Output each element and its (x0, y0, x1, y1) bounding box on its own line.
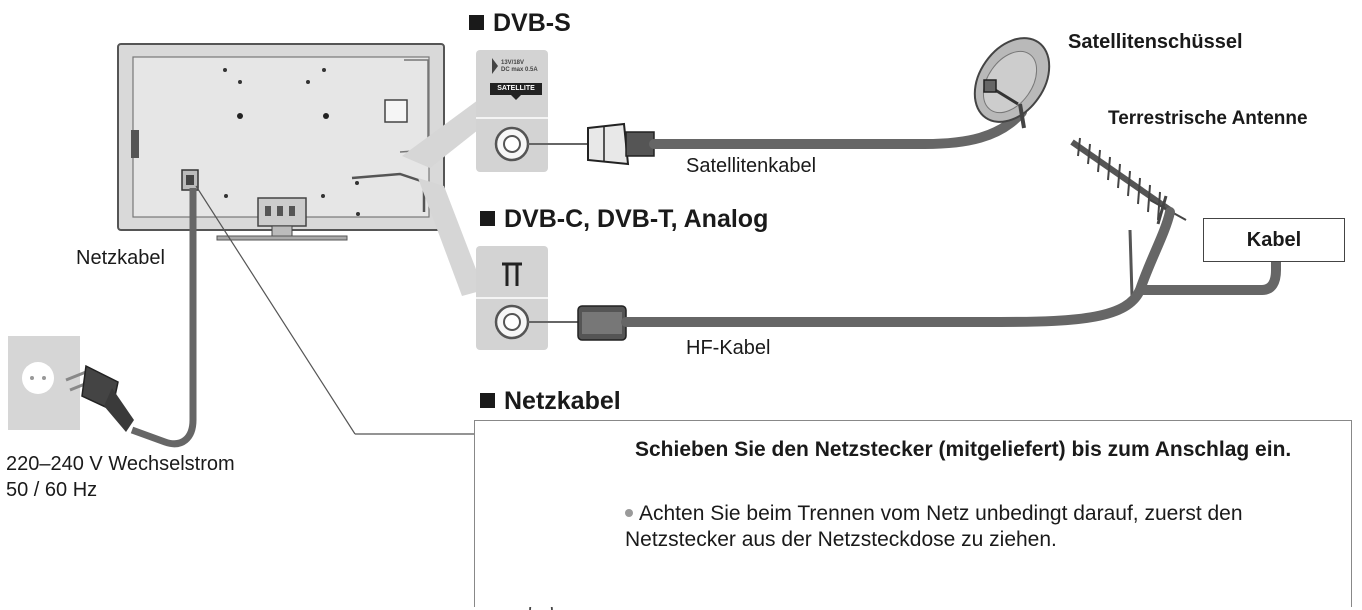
section-header-dvbc: DVB-C, DVB-T, Analog (480, 204, 768, 234)
tv-back (117, 43, 445, 241)
frequency-label: 50 / 60 Hz (6, 479, 98, 501)
cable-box-label: Kabel (1246, 228, 1302, 251)
terrestrial-antenna-label: Terrestrische Antenne (1108, 108, 1308, 129)
zoom-callout-top (402, 100, 478, 168)
power-cable (130, 185, 476, 448)
antenna-port-panel (476, 246, 548, 350)
section-dvbc-label: DVB-C, DVB-T, Analog (504, 205, 769, 233)
rf-cable-label: HF-Kabel (686, 337, 771, 359)
power-cord-label: Netzkabel (76, 247, 165, 269)
zoom-callout-bottom (418, 178, 484, 296)
bullet-square (480, 211, 495, 226)
voltage-label: 220–240 V Wechselstrom (6, 453, 235, 475)
section-dvbs-label: DVB-S (493, 9, 571, 37)
rf-cable (528, 207, 1281, 341)
wall-outlet (8, 336, 80, 430)
section-header-netzkabel: Netzkabel (480, 386, 621, 416)
satellite-dish-label: Satellitenschüssel (1068, 31, 1243, 53)
note-bullet-text: Achten Sie beim Trennen vom Netz unbedin… (625, 502, 1243, 551)
section-netzkabel-label: Netzkabel (504, 387, 621, 415)
note-title: Schieben Sie den Netzstecker (mitgeliefe… (635, 438, 1292, 461)
satellite-cable (528, 107, 1027, 166)
satellite-cable-label: Satellitenkabel (686, 155, 817, 177)
section-header-dvbs: DVB-S (469, 8, 571, 38)
cable-box: Kabel (1203, 218, 1345, 262)
power-plug (65, 364, 134, 432)
satellite-port-small-line2: DC max 0.5A (501, 67, 538, 73)
bullet-square (480, 393, 495, 408)
note-bullet: Achten Sie beim Trennen vom Netz unbedin… (625, 501, 1325, 553)
satellite-port-small-text: 13V/18V DC max 0.5A (501, 60, 538, 74)
bullet-dot (625, 509, 633, 517)
bullet-square (469, 15, 484, 30)
satellite-port-small-line1: 13V/18V (501, 60, 525, 66)
satellite-dish (973, 37, 1051, 129)
power-cord-note-box: Schieben Sie den Netzstecker (mitgeliefe… (474, 420, 1352, 607)
satellite-port-label: SATELLITE (497, 85, 535, 92)
satellite-port-panel (476, 50, 548, 172)
